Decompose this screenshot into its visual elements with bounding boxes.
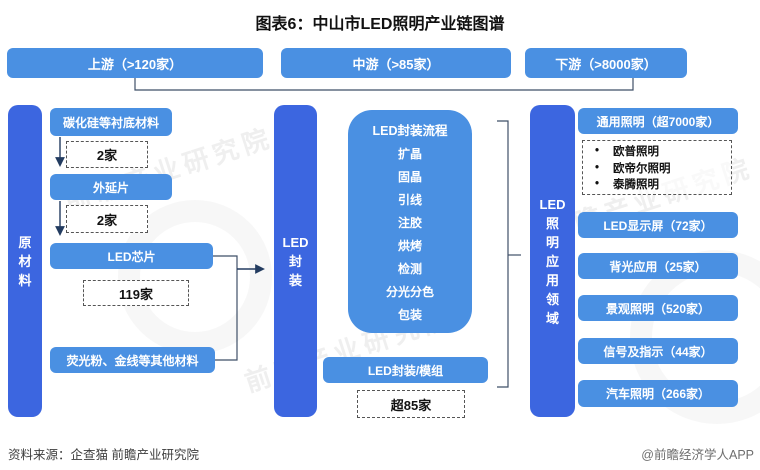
bar-char: 原	[18, 234, 32, 250]
count-led-chip: 119家	[83, 280, 189, 306]
flow-step: 烘烤	[397, 239, 422, 253]
bullet-icon: •	[595, 161, 600, 174]
list-item: • 泰腾照明	[595, 176, 727, 192]
bullet-icon: •	[595, 145, 600, 158]
bar-char: 领	[545, 291, 559, 307]
bar-char: 明	[545, 234, 559, 250]
flow-title: LED封装流程	[372, 124, 448, 138]
application-fields-bar: LED 照 明 应 用 领 域	[530, 105, 575, 417]
node-led-display: LED显示屏（72家）	[578, 212, 738, 238]
led-packaging-bar: LED 封 装	[274, 105, 317, 417]
flow-step: 引线	[397, 193, 422, 207]
list-item: • 欧普照明	[595, 143, 727, 159]
stage-midstream: 中游（>85家）	[281, 48, 511, 78]
bar-char: 装	[288, 272, 302, 288]
count-epitaxial: 2家	[66, 205, 148, 233]
company-name: 泰腾照明	[613, 178, 659, 191]
raw-materials-bar: 原 材 料	[8, 105, 42, 417]
node-backlight: 背光应用（25家）	[578, 253, 738, 279]
flow-step: 固晶	[397, 170, 422, 184]
bar-char: LED	[282, 234, 309, 250]
list-item: • 欧帝尔照明	[595, 160, 727, 176]
node-substrate-materials: 碳化硅等衬底材料	[50, 108, 172, 136]
node-led-chip: LED芯片	[50, 243, 213, 269]
flow-step: 分光分色	[385, 285, 434, 299]
bar-char: 材	[18, 253, 32, 269]
bar-char: 料	[18, 272, 32, 288]
flow-step: 扩晶	[397, 147, 422, 161]
node-other-materials: 荧光粉、金线等其他材料	[50, 347, 215, 373]
bar-char: 用	[545, 272, 559, 288]
company-list: • 欧普照明 • 欧帝尔照明 • 泰腾照明	[582, 140, 732, 195]
bar-char: 照	[545, 215, 559, 231]
bullet-icon: •	[595, 177, 600, 190]
bar-char: LED	[539, 196, 566, 212]
node-signal-indication: 信号及指示（44家）	[578, 338, 738, 364]
flow-step: 包装	[397, 308, 422, 322]
bar-char: 封	[288, 253, 302, 269]
node-general-lighting: 通用照明（超7000家）	[578, 108, 738, 134]
company-name: 欧帝尔照明	[613, 162, 671, 175]
bar-char: 域	[545, 310, 559, 326]
node-automotive-lighting: 汽车照明（266家）	[578, 380, 738, 407]
page-title: 图表6：中山市LED照明产业链图谱	[255, 16, 505, 33]
node-led-module: LED封装/模组	[323, 357, 488, 383]
count-led-module: 超85家	[357, 390, 465, 418]
node-landscape-lighting: 景观照明（520家）	[578, 295, 738, 321]
flow-step: 注胶	[397, 216, 422, 230]
stage-downstream: 下游（>8000家）	[525, 48, 687, 78]
bar-char: 应	[545, 253, 559, 269]
stage-upstream: 上游（>120家）	[7, 48, 263, 78]
credit-note: @前瞻经济学人APP	[641, 448, 754, 462]
node-epitaxial-wafer: 外延片	[50, 174, 172, 200]
count-substrate: 2家	[66, 141, 148, 168]
company-name: 欧普照明	[613, 146, 659, 159]
source-note: 资料来源：企查猫 前瞻产业研究院	[8, 448, 199, 462]
flow-step: 检测	[397, 262, 422, 276]
packaging-flow-panel: LED封装流程 扩晶 固晶 引线 注胶 烘烤 检测 分光分色 包装	[348, 110, 472, 333]
